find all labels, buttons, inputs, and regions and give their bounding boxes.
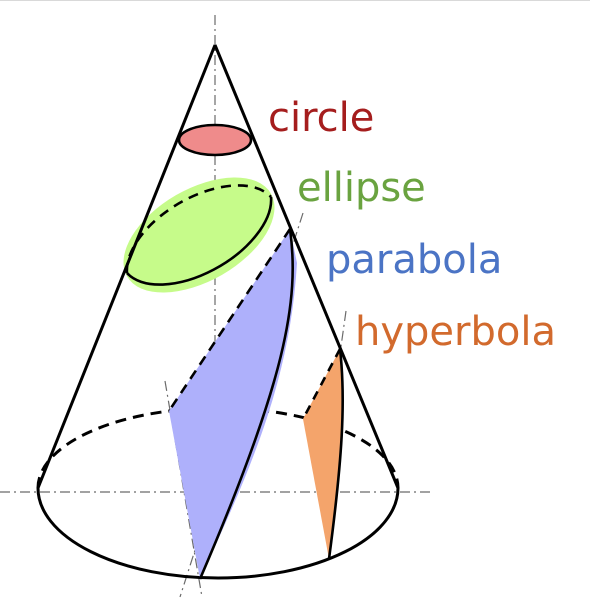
cone-sides xyxy=(36,44,400,489)
cone-left-side xyxy=(36,44,217,489)
hyperbola-curve-front xyxy=(327,348,345,560)
hyperbola-section xyxy=(303,349,343,559)
ellipse-section xyxy=(123,177,275,293)
parabola-label: parabola xyxy=(326,237,502,283)
circle-section xyxy=(177,123,253,157)
parabola-section xyxy=(169,229,297,579)
circle-label: circle xyxy=(268,95,374,141)
hyperbola-curve-back xyxy=(301,348,342,420)
ellipse-outline-front xyxy=(126,196,273,286)
cone-base-front xyxy=(36,487,400,580)
cone-base-back xyxy=(36,406,400,489)
parabola-curve-front xyxy=(198,228,294,580)
hyperbola-label: hyperbola xyxy=(355,309,556,355)
cone-right-side xyxy=(213,44,400,489)
ellipse-label: ellipse xyxy=(297,165,426,211)
parabola-curve-back xyxy=(167,228,292,412)
